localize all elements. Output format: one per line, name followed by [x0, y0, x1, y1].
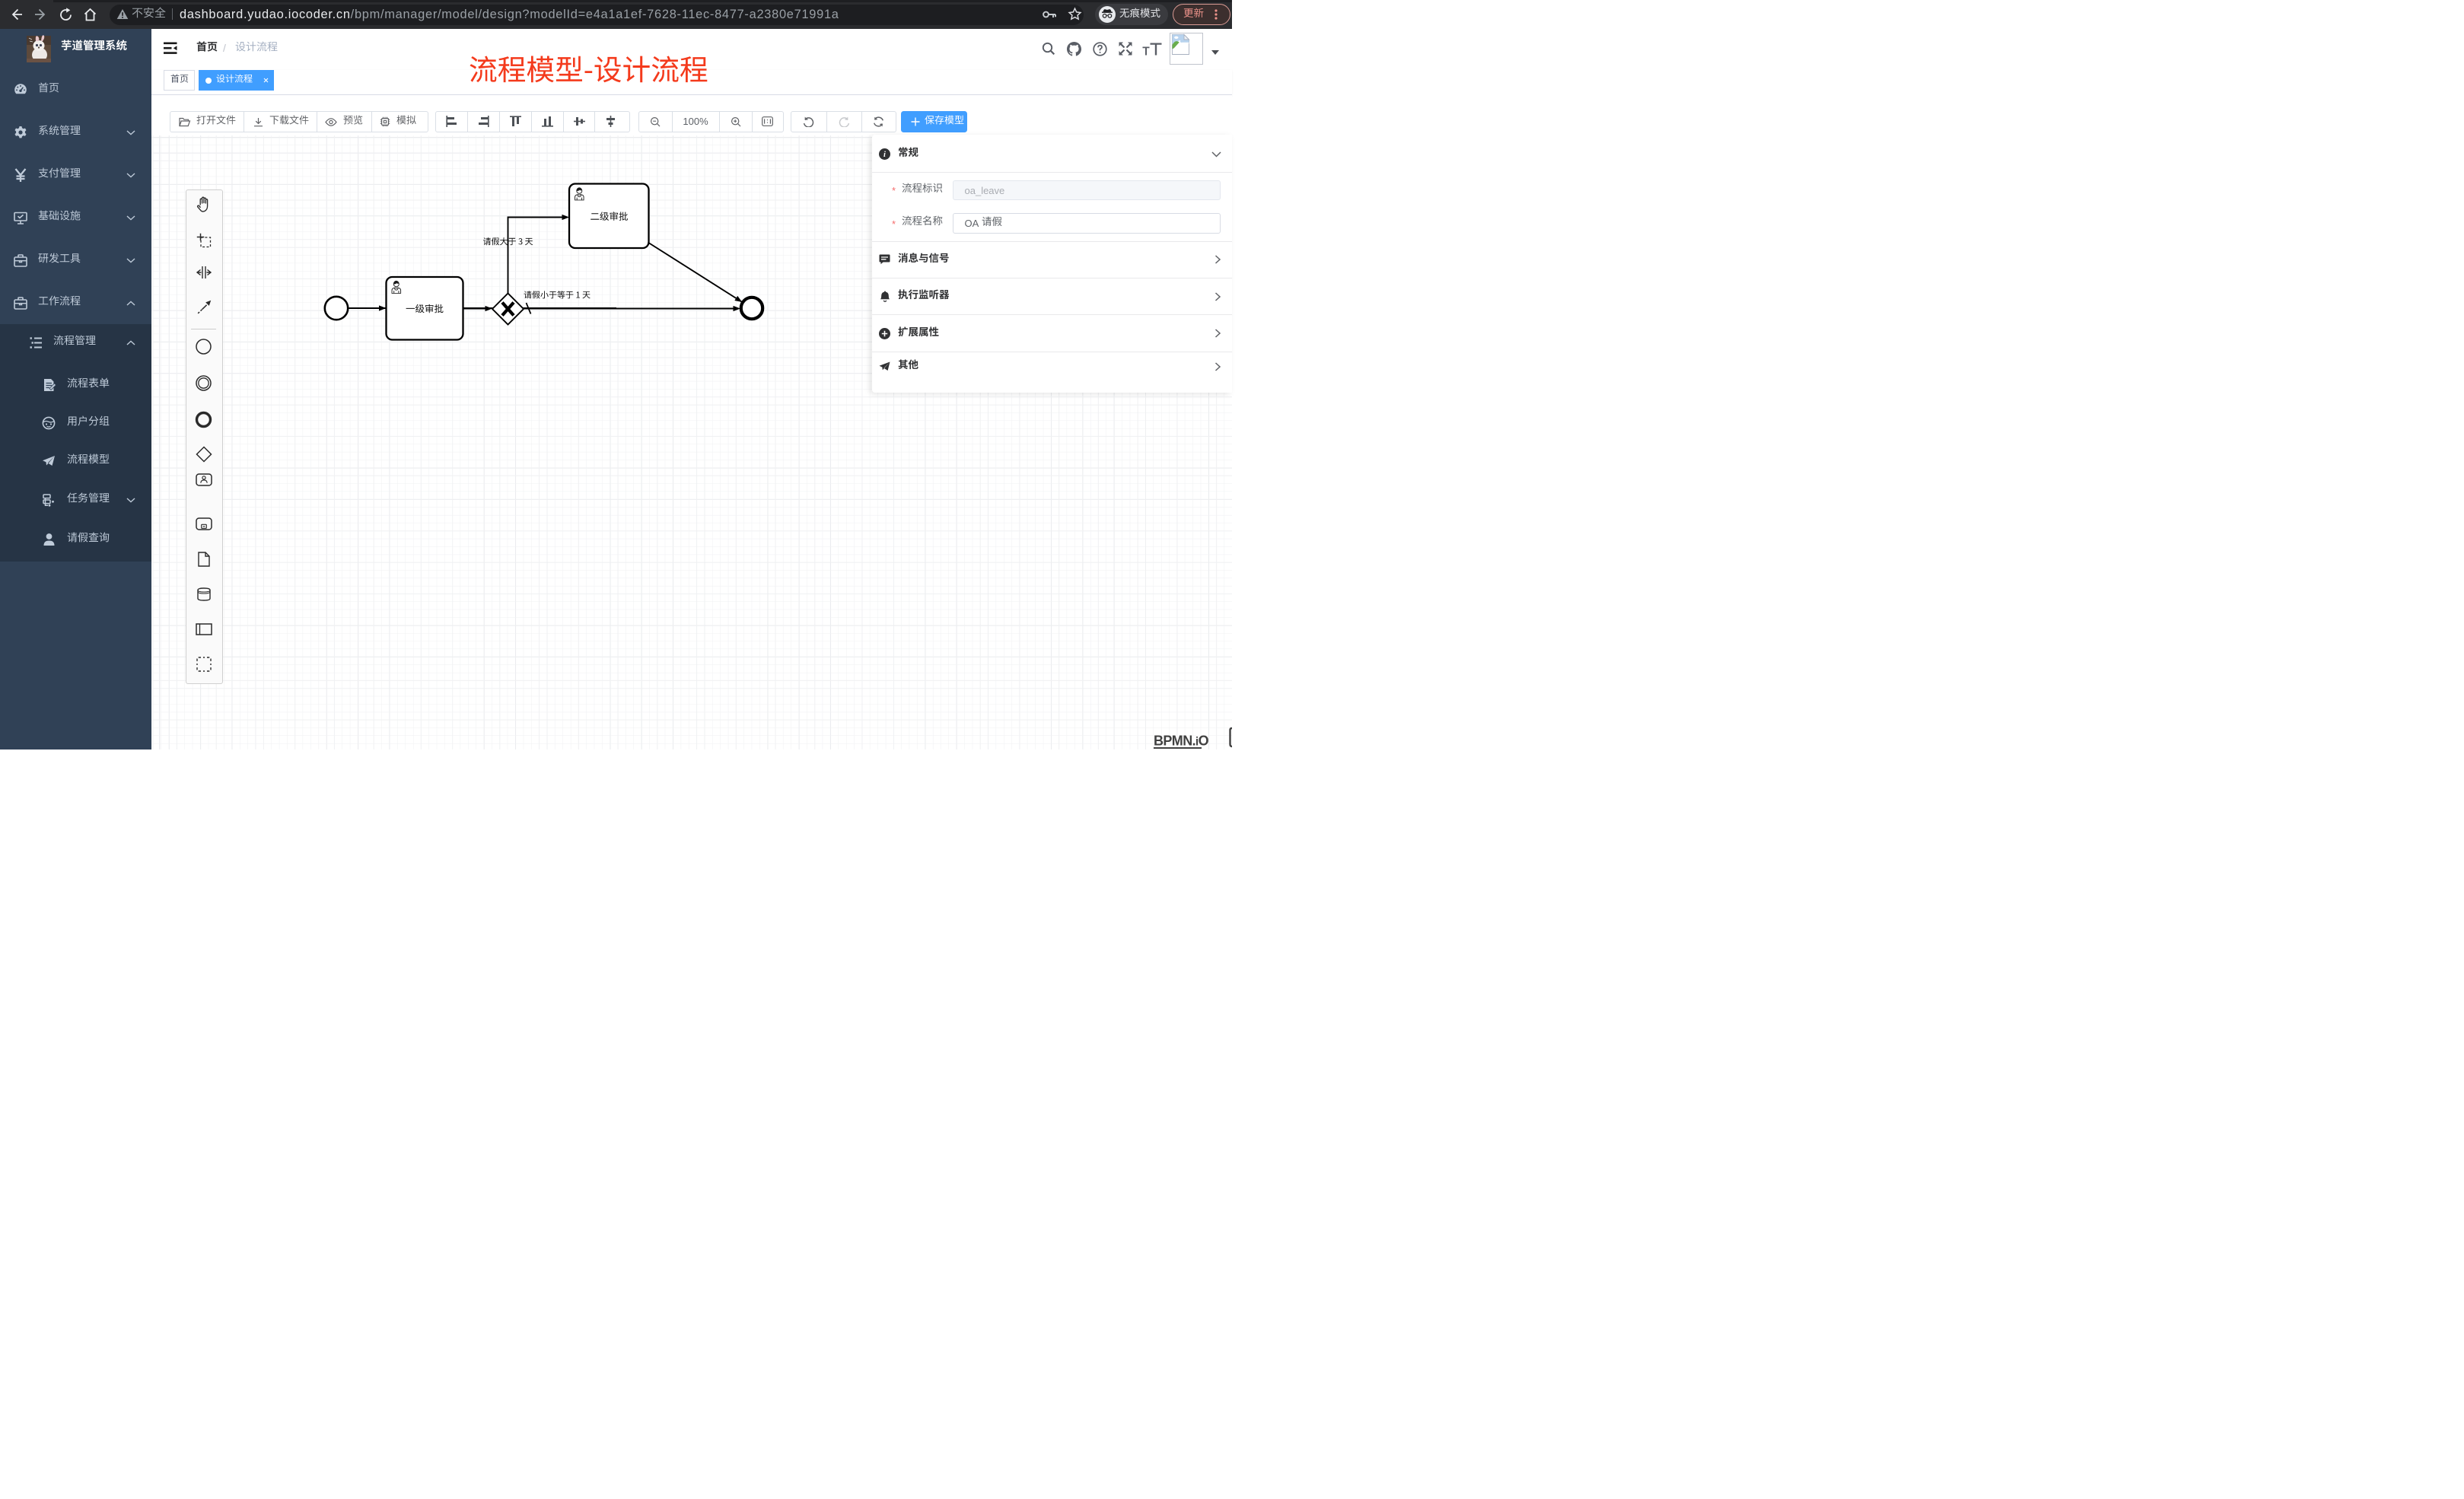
svg-text:i: i	[883, 151, 886, 159]
